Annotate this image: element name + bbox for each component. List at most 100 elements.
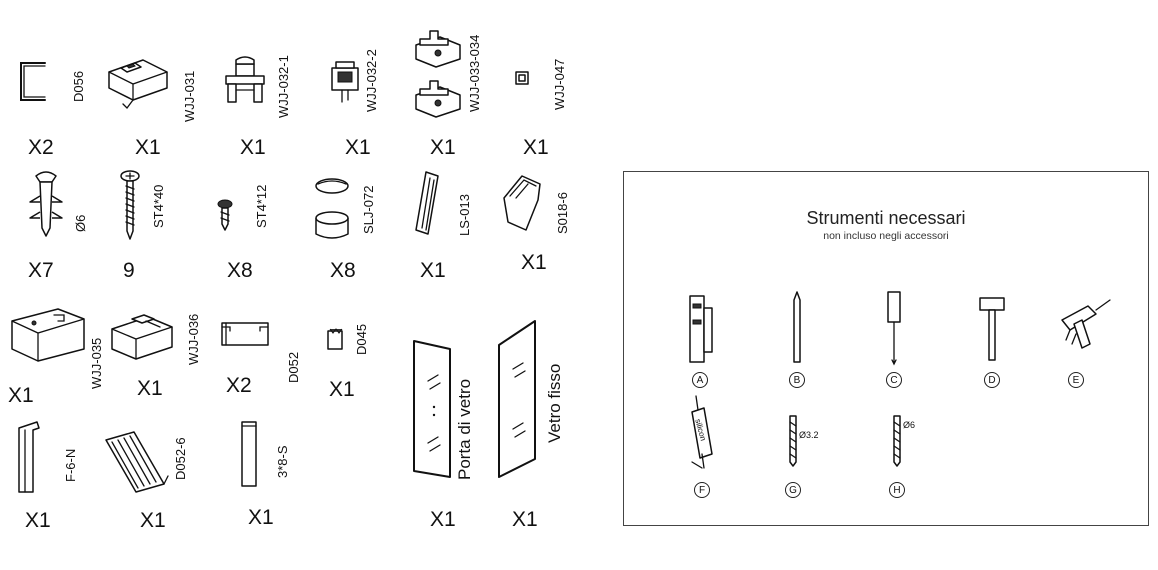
tool-e: E <box>1056 290 1116 390</box>
wjj-036-bracket-icon <box>111 314 173 360</box>
part-code: S018-6 <box>555 192 570 234</box>
cover-cap-icon <box>315 178 349 239</box>
fixed-glass-icon <box>498 320 536 478</box>
tool-c: C <box>882 290 922 390</box>
d056-profile-icon <box>20 62 46 101</box>
part-code: D052-6 <box>173 437 188 480</box>
part-ls-013: LS-013 X1 <box>412 168 492 283</box>
ls-013-rail-icon <box>415 171 439 235</box>
short-screw-icon <box>217 199 233 231</box>
tool-b: B <box>784 290 824 390</box>
part-quantity: 9 <box>123 259 135 282</box>
tool-letter: F <box>694 482 710 498</box>
part-quantity: X1 <box>240 136 266 159</box>
part-code: WJJ-032-1 <box>276 55 291 118</box>
part-quantity: X1 <box>248 506 274 529</box>
part-quantity: X1 <box>523 136 549 159</box>
wjj-035-block-icon <box>11 308 85 362</box>
part-code: Vetro fisso <box>545 363 564 443</box>
glass-door-icon <box>413 340 451 478</box>
screwdriver-icon <box>887 291 901 366</box>
part-quantity: X1 <box>512 508 538 531</box>
part-wjj-032-2: WJJ-032-2 X1 <box>328 49 408 160</box>
part-quantity: X1 <box>135 136 161 159</box>
part-code: Ø6 <box>73 214 88 232</box>
tool-letter: E <box>1068 372 1084 388</box>
part-quantity: X1 <box>25 509 51 532</box>
drill-bit-size: Ø3.2 <box>799 430 819 440</box>
part-code: ST4*40 <box>151 184 166 228</box>
tool-d: D <box>976 290 1016 390</box>
s018-6-profile-icon <box>503 175 541 231</box>
part-quantity: X8 <box>227 259 253 282</box>
part-quantity: X1 <box>137 377 163 400</box>
part-quantity: X1 <box>140 509 166 532</box>
wjj-033-034-clamp-icon <box>415 30 461 118</box>
long-screw-icon <box>120 170 140 240</box>
part-code: D056 <box>71 70 86 102</box>
wjj-032-1-clip-icon <box>225 56 265 103</box>
part-quantity: X1 <box>521 251 547 274</box>
part-f-6-n: F-6-N X1 <box>15 420 85 535</box>
drill-bit-icon <box>789 415 797 467</box>
part-wjj-033-034: WJJ-033-034 X1 <box>410 15 490 160</box>
tool-f: silicon F <box>682 392 732 502</box>
part-code: D045 <box>354 323 369 355</box>
part-code: WJJ-031 <box>182 70 197 122</box>
part-code: WJJ-033-034 <box>467 34 482 112</box>
part-d052-6: D052-6 X1 <box>100 420 200 535</box>
part-quantity: X1 <box>430 508 456 531</box>
part-wjj-032-1: WJJ-032-1 X1 <box>222 50 302 160</box>
part-quantity: X2 <box>226 374 252 397</box>
tool-letter: B <box>789 372 805 388</box>
part-d045: D045 X1 <box>322 305 402 415</box>
drill-bit-icon <box>893 415 901 467</box>
f-6-n-profile-icon <box>18 421 40 493</box>
part-porta-di-vetro: Porta di vetro X1 <box>410 325 500 535</box>
d052-channel-icon <box>221 322 269 346</box>
part-code: WJJ-036 <box>186 313 201 365</box>
part-3-8-s: 3*8-S X1 <box>238 420 318 535</box>
tool-letter: C <box>886 372 902 388</box>
part-wjj-031: WJJ-031 X1 <box>105 50 197 160</box>
part-d056: D056 X2 <box>18 60 86 159</box>
part-code: WJJ-035 <box>89 337 104 389</box>
part-code: WJJ-047 <box>552 58 567 110</box>
tool-letter: A <box>692 372 708 388</box>
part-code: ST4*12 <box>254 184 269 228</box>
part-wjj-035: WJJ-035 X1 <box>8 305 108 415</box>
part-code: Porta di vetro <box>455 378 474 480</box>
tool-h: Ø6 H <box>888 392 948 502</box>
part-code: SLJ-072 <box>361 185 376 234</box>
tool-a: A <box>684 290 724 390</box>
wall-plug-icon <box>29 171 63 237</box>
tools-title: Strumenti necessari <box>806 208 966 228</box>
part-quantity: X2 <box>28 136 54 159</box>
tool-letter: D <box>984 372 1000 388</box>
part-wjj-047: WJJ-047 X1 <box>510 50 580 160</box>
part-code: LS-013 <box>457 194 472 236</box>
part-code: 3*8-S <box>275 445 290 478</box>
tool-g: Ø3.2 G <box>784 392 844 502</box>
part-quantity: X1 <box>329 378 355 401</box>
part-vetro-fisso: Vetro fisso X1 <box>495 315 585 535</box>
required-tools-panel: Strumenti necessari non incluso negli ac… <box>623 171 1149 526</box>
part-s018-6: S018-6 X1 <box>496 168 581 283</box>
part-code: WJJ-032-2 <box>364 49 379 112</box>
wjj-032-2-clip-icon <box>331 61 359 103</box>
part-code: D052 <box>286 351 301 383</box>
part-screw-st4-12: ST4*12 X8 <box>215 168 285 283</box>
part-screw-st4-40: ST4*40 9 <box>118 168 188 283</box>
pencil-icon <box>793 291 801 363</box>
drill-bit-size: Ø6 <box>903 420 916 430</box>
bracket-tool-icon <box>689 295 713 363</box>
part-d052: D052 X2 <box>218 305 308 415</box>
tools-subtitle: non incluso negli accessori <box>823 230 949 242</box>
part-wjj-036: WJJ-036 X1 <box>110 305 220 415</box>
part-code: F-6-N <box>63 448 78 482</box>
part-wall-plug: Ø6 X7 <box>22 168 92 283</box>
silicone-gun-icon <box>691 395 713 469</box>
part-quantity: X1 <box>420 259 446 282</box>
part-quantity: X8 <box>330 259 356 282</box>
part-quantity: X7 <box>28 259 54 282</box>
